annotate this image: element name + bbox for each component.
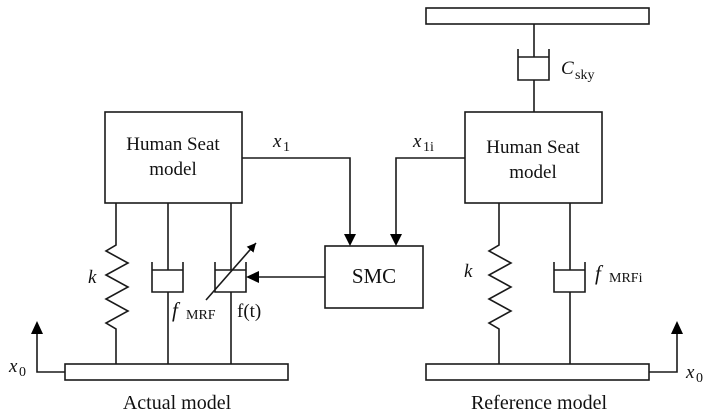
- reference-model-caption: Reference model: [471, 392, 607, 414]
- x1i-var: x: [412, 131, 422, 152]
- control-force-label: f(t): [237, 301, 261, 322]
- x1i-signal-arrow-icon: [390, 234, 402, 246]
- reference-model: C sky Human Seat model k f MRFi x 0 Refe…: [425, 7, 703, 414]
- actual-block-label-line2: model: [149, 159, 197, 180]
- reference-block-label-line2: model: [509, 162, 557, 183]
- actual-excitation-line: [36, 330, 65, 373]
- actual-block-label-line1: Human Seat: [126, 134, 220, 155]
- actual-spring: [104, 203, 130, 364]
- x1-signal-arrow-icon: [344, 234, 356, 246]
- actual-human-seat-block: [104, 111, 243, 204]
- reference-spring-label: k: [464, 261, 473, 282]
- reference-excitation-arrow-icon: [671, 321, 683, 334]
- reference-base-platform: [425, 363, 650, 381]
- actual-model: Human Seat model k f MRF f(t) x 0 Actual…: [8, 111, 289, 414]
- x1-sub: 1: [283, 140, 290, 155]
- x1-signal-line: [242, 157, 351, 237]
- actual-spring-label: k: [88, 267, 97, 288]
- smc-controller: SMC x 1 x 1i: [242, 131, 465, 309]
- actual-model-caption: Actual model: [123, 392, 232, 414]
- actual-excitation-arrow-icon: [31, 321, 43, 334]
- sky-reference-bar: [425, 7, 650, 25]
- mrf-label-var: f: [172, 298, 181, 322]
- mrfi-label-var: f: [595, 261, 604, 285]
- variable-damping-arrow: [205, 242, 257, 301]
- actual-x0-sub: 0: [19, 365, 26, 380]
- reference-x0-var: x: [685, 362, 695, 383]
- reference-block-label-line1: Human Seat: [486, 137, 580, 158]
- csky-var: C: [561, 58, 574, 79]
- x1i-sub: 1i: [423, 140, 434, 155]
- smc-block: [324, 245, 424, 309]
- actual-x0-var: x: [8, 356, 18, 377]
- actual-base-platform: [64, 363, 289, 381]
- x1-var: x: [272, 131, 282, 152]
- reference-excitation-line: [649, 330, 678, 373]
- smc-label: SMC: [352, 264, 396, 288]
- x1i-signal-line: [395, 157, 465, 237]
- reference-human-seat-block: [464, 111, 603, 204]
- mrfi-label-sub: MRFi: [609, 271, 643, 286]
- csky-sub: sky: [575, 68, 594, 83]
- reference-spring: [487, 203, 513, 364]
- mrf-label-sub: MRF: [186, 308, 216, 323]
- reference-x0-sub: 0: [696, 371, 703, 386]
- control-signal-arrow-icon: [246, 271, 259, 283]
